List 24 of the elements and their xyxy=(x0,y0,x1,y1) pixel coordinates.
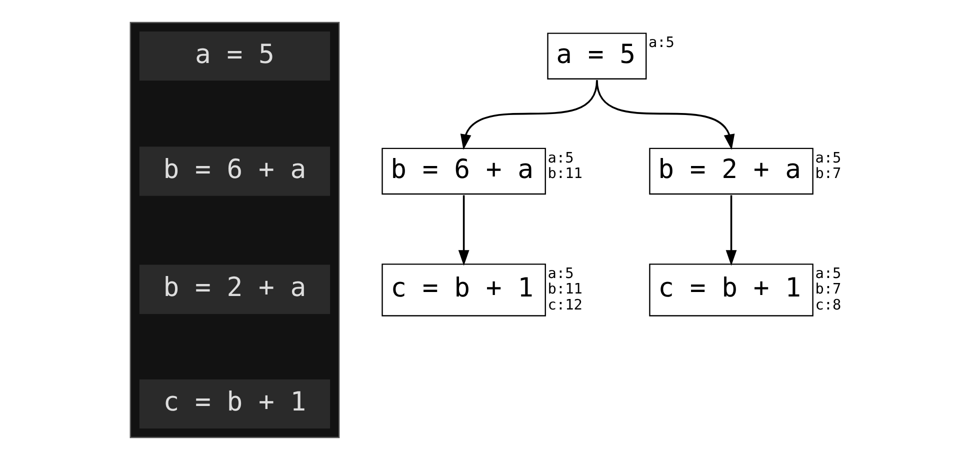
node-label: b:11 xyxy=(547,282,582,298)
node-box: a = 5 xyxy=(138,32,330,81)
node-box: c = b + 1 xyxy=(648,264,813,316)
node-box: b = 6 + a xyxy=(381,148,546,195)
node-label: a:5 xyxy=(648,35,674,52)
node-box: c = b + 1 xyxy=(138,379,330,428)
arrow xyxy=(725,195,736,266)
node-label: a:5 xyxy=(814,266,841,282)
node-box: c = b + 1 xyxy=(381,264,546,316)
node-label: c:8 xyxy=(814,297,841,314)
arrow xyxy=(596,80,734,150)
node-box: a = 5 xyxy=(546,32,646,80)
node-label: b:7 xyxy=(814,282,841,298)
node-label: a:5 xyxy=(547,150,574,166)
node-box: b = 2 + a xyxy=(138,264,330,314)
node-label: b:7 xyxy=(814,166,841,182)
node-box: b = 6 + a xyxy=(138,146,330,196)
node-label: c:12 xyxy=(547,297,582,314)
node-label: a:5 xyxy=(547,266,574,282)
node-label: b:11 xyxy=(547,166,582,182)
cluster xyxy=(129,22,340,438)
node-label: a:5 xyxy=(814,150,841,166)
node-box: b = 2 + a xyxy=(648,148,813,195)
arrow xyxy=(458,195,469,266)
